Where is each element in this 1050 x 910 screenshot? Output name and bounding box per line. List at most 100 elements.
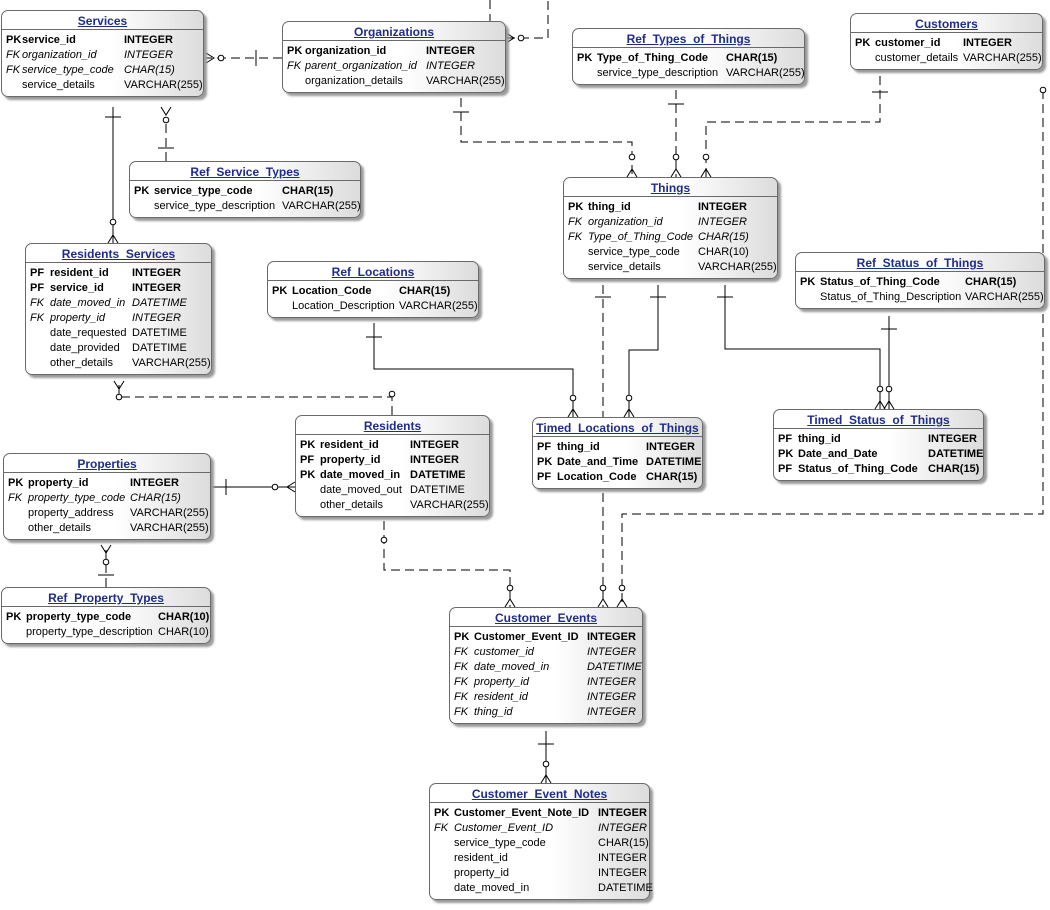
- rel-residents-customer-events: [383, 521, 511, 607]
- attribute-name: property_type_description: [26, 626, 153, 638]
- attribute-name: resident_id: [474, 691, 528, 703]
- entity-title: Timed_Locations_of_Things: [533, 418, 702, 437]
- key-marker: PF: [537, 441, 552, 453]
- attribute-name: thing_id: [798, 433, 841, 445]
- attribute-name: organization_id: [588, 216, 663, 228]
- key-marker: FK: [8, 492, 23, 504]
- rel-things-timed-locations: [628, 285, 659, 417]
- crows-foot: [623, 408, 635, 418]
- attribute-type: INTEGER: [698, 201, 747, 213]
- attribute-name: other_details: [50, 357, 113, 369]
- entity-title: Things: [564, 178, 777, 197]
- entity-title: Residents: [296, 416, 489, 435]
- attribute-name: service_type_code: [588, 246, 680, 258]
- crows-foot: [504, 598, 516, 608]
- attribute-type: VARCHAR(255): [124, 79, 203, 91]
- attribute-name: property_id: [454, 867, 510, 879]
- attribute-type: INTEGER: [132, 282, 181, 294]
- optional-circle: [885, 385, 893, 393]
- attribute-name: Customer_Event_ID: [454, 822, 554, 834]
- key-marker: FK: [454, 646, 469, 658]
- attribute-type: DATETIME: [132, 327, 187, 339]
- crows-foot: [107, 234, 119, 244]
- attribute-name: thing_id: [474, 706, 513, 718]
- attribute-name: Date_and_Date: [798, 448, 878, 460]
- crows-foot: [567, 408, 579, 418]
- attribute-type: INTEGER: [646, 441, 695, 453]
- attribute-type: INTEGER: [587, 706, 636, 718]
- attribute-name: Date_and_Time: [557, 456, 639, 468]
- attribute-type: VARCHAR(255): [963, 52, 1042, 64]
- entity-title: Ref_Property_Types: [2, 588, 210, 607]
- key-marker: PK: [8, 477, 24, 489]
- crows-foot: [286, 481, 296, 493]
- attribute-type: DATETIME: [410, 484, 465, 496]
- crows-foot: [160, 106, 172, 116]
- attribute-name: resident_id: [50, 267, 109, 279]
- key-marker: PK: [800, 276, 816, 288]
- attribute-name: Status_of_Thing_Code: [798, 463, 918, 475]
- attribute-type: INTEGER: [698, 216, 747, 228]
- attribute-type: VARCHAR(255): [130, 522, 209, 534]
- crows-foot: [597, 598, 609, 608]
- attribute-name: Location_Description: [292, 300, 395, 312]
- attribute-name: property_type_code: [26, 611, 132, 623]
- attribute-name: date_requested: [50, 327, 127, 339]
- key-marker: PF: [30, 282, 45, 294]
- attribute-type: INTEGER: [598, 867, 647, 879]
- attribute-type: VARCHAR(255): [399, 300, 478, 312]
- attribute-name: date_moved_in: [474, 661, 550, 673]
- crows-foot: [113, 380, 125, 390]
- crows-foot: [700, 168, 712, 178]
- key-marker: FK: [6, 49, 21, 61]
- key-marker: FK: [454, 676, 469, 688]
- optional-circle: [876, 385, 884, 393]
- attribute-name: service_type_code: [454, 837, 546, 849]
- entity-title: Customers: [851, 14, 1042, 33]
- attribute-name: organization_id: [305, 45, 387, 57]
- entity-title: Customer_Events: [450, 608, 642, 627]
- optional-circle: [672, 153, 680, 161]
- key-marker: PK: [6, 611, 22, 623]
- entity-title: Timed_Status_of_Things: [774, 410, 983, 429]
- key-marker: FK: [434, 822, 449, 834]
- rel-residents-residents-services: [118, 381, 393, 415]
- attribute-name: date_moved_in: [320, 469, 401, 481]
